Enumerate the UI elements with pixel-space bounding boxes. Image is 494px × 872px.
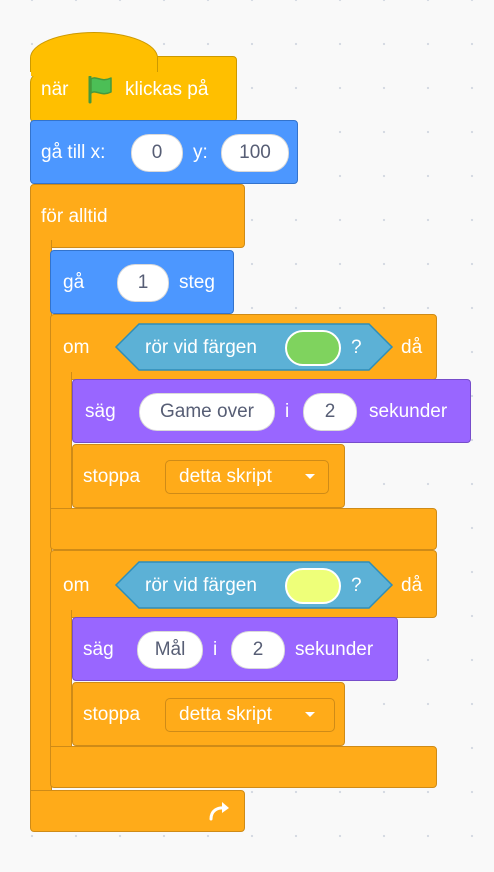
- y-input[interactable]: 100: [221, 134, 289, 172]
- dropdown-arrow-icon: [305, 712, 315, 717]
- stop-option-dropdown-2[interactable]: detta skript: [165, 698, 335, 732]
- if-1-label: om: [63, 337, 90, 358]
- clicked-label: klickas på: [125, 79, 209, 100]
- question-mark-1: ?: [351, 337, 362, 358]
- say-for-secs-block-1[interactable]: säg Game over i 2 sekunder: [72, 379, 471, 443]
- if-2-arm: [50, 610, 72, 756]
- message-input-2[interactable]: Mål: [137, 631, 203, 669]
- steps-input[interactable]: 1: [117, 264, 169, 302]
- stop-label-1: stoppa: [83, 466, 141, 487]
- steps-unit-label: steg: [179, 272, 215, 293]
- forever-arm: [30, 240, 52, 800]
- then-label-1: då: [401, 337, 423, 358]
- go-to-xy-block[interactable]: gå till x: 0 y: 100: [30, 120, 298, 184]
- when-label: när: [41, 79, 69, 100]
- forever-block[interactable]: för alltid: [30, 184, 245, 248]
- dropdown-arrow-icon: [305, 474, 315, 479]
- seconds-input-1[interactable]: 2: [303, 393, 357, 431]
- touching-color-label-2: rör vid färgen: [145, 575, 257, 596]
- seconds-input-2[interactable]: 2: [231, 631, 285, 669]
- seconds-unit-label-2: sekunder: [295, 639, 374, 660]
- stop-block-1[interactable]: stoppa detta skript: [72, 444, 345, 508]
- forever-label: för alltid: [41, 206, 108, 227]
- move-steps-block[interactable]: gå 1 steg: [50, 250, 234, 314]
- i-label-2: i: [213, 639, 218, 660]
- stop-option-text-2: detta skript: [179, 704, 272, 725]
- if-block-1[interactable]: om rör vid färgen ? då: [50, 314, 437, 380]
- y-label: y:: [193, 142, 208, 163]
- loop-arrow-icon: [209, 802, 229, 821]
- stop-option-dropdown-1[interactable]: detta skript: [165, 460, 329, 494]
- say-for-secs-block-2[interactable]: säg Mål i 2 sekunder: [72, 617, 398, 681]
- then-label-2: då: [401, 575, 423, 596]
- color-swatch-1[interactable]: [285, 330, 341, 366]
- green-flag-icon: [88, 75, 112, 104]
- say-label-1: säg: [85, 401, 116, 422]
- question-mark-2: ?: [351, 575, 362, 596]
- touching-color-label-1: rör vid färgen: [145, 337, 257, 358]
- forever-bottom: [30, 790, 245, 832]
- stop-label-2: stoppa: [83, 704, 141, 725]
- x-input[interactable]: 0: [131, 134, 183, 172]
- if-2-bottom: [50, 746, 437, 788]
- go-to-x-label: gå till x:: [41, 142, 106, 163]
- if-block-2[interactable]: om rör vid färgen ? då: [50, 550, 437, 618]
- move-label: gå: [63, 272, 85, 293]
- say-label-2: säg: [83, 639, 114, 660]
- if-1-arm: [50, 372, 72, 520]
- if-2-label: om: [63, 575, 90, 596]
- color-swatch-2[interactable]: [285, 568, 341, 604]
- hat-cap-fill: [31, 56, 157, 76]
- i-label-1: i: [285, 401, 290, 422]
- stop-option-text-1: detta skript: [179, 466, 272, 487]
- seconds-unit-label-1: sekunder: [369, 401, 448, 422]
- if-1-bottom: [50, 508, 437, 550]
- stop-block-2[interactable]: stoppa detta skript: [72, 682, 345, 746]
- message-input-1[interactable]: Game over: [139, 393, 275, 431]
